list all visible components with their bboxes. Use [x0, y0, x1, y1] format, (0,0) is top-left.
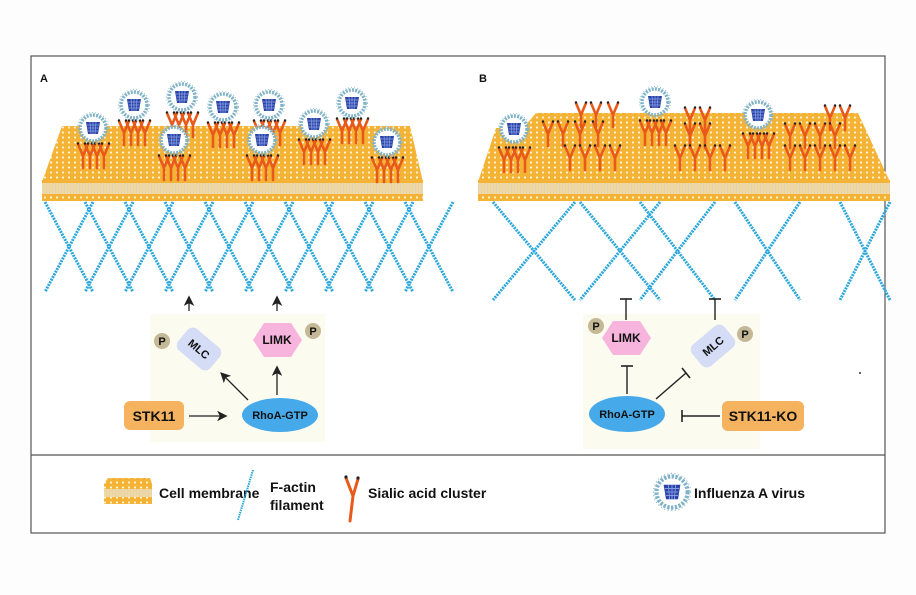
phospho-label: P	[741, 329, 748, 341]
actin-filament	[578, 201, 662, 301]
actin-filament	[43, 201, 95, 293]
actin-filament	[123, 201, 175, 293]
influenza-virus	[334, 85, 370, 121]
phospho-label: P	[592, 321, 599, 333]
legend-item-cell-membrane: Cell membrane	[104, 478, 260, 504]
actin-filament	[203, 201, 255, 293]
influenza-virus	[740, 97, 776, 133]
inhibit-limk-to-actin	[620, 298, 632, 320]
phospho-badge-limk-b: P	[588, 318, 604, 334]
legend-label-f-actin-line1: F-actin	[270, 479, 316, 495]
influenza-virus	[369, 124, 405, 160]
legend-label-cell-membrane: Cell membrane	[159, 485, 260, 501]
rhoa-label-a: RhoA-GTP	[252, 410, 308, 422]
mlc-node-a: MLC	[176, 327, 222, 371]
legend-item-sialic-acid: Sialic acid cluster	[344, 475, 487, 523]
stk11-ko-label: STK11-KO	[729, 408, 798, 424]
inhibit-mlc-to-actin	[709, 298, 721, 320]
stray-dot	[859, 372, 861, 374]
actin-filament	[283, 201, 335, 293]
pathway-b: LIMK P MLC P	[583, 298, 804, 449]
cell-membrane-b	[478, 113, 890, 201]
actin-filament	[243, 201, 295, 293]
actin-filament	[838, 201, 892, 301]
rhoa-node-a: RhoA-GTP	[242, 398, 318, 432]
phospho-label: P	[158, 336, 165, 348]
legend-label-f-actin-line2: filament	[270, 497, 324, 513]
panel-a: MLC P LIMK P STK11 R	[42, 79, 455, 442]
phospho-badge-mlc-b: P	[737, 326, 753, 342]
influenza-virus	[75, 110, 111, 146]
limk-node-a: LIMK	[253, 323, 302, 357]
arrow-rhoa-to-mlc	[220, 372, 249, 401]
rhoa-node-b: RhoA-GTP	[589, 396, 665, 432]
panel-label-a: A	[40, 73, 48, 85]
influenza-virus	[637, 84, 673, 120]
phospho-badge-mlc-a: P	[154, 333, 170, 349]
panel-label-b: B	[479, 73, 487, 85]
inhibit-stk11ko-to-rhoa	[681, 410, 720, 422]
influenza-virus	[156, 122, 192, 158]
inhibit-rhoa-to-mlc	[655, 367, 691, 400]
legend-item-influenza-virus: Influenza A virus	[653, 473, 805, 510]
actin-filament	[403, 201, 455, 293]
rhoa-label-b: RhoA-GTP	[599, 409, 655, 421]
influenza-virus	[164, 79, 200, 115]
panel-b: LIMK P MLC P	[478, 84, 892, 449]
pathway-a: MLC P LIMK P STK11 R	[124, 295, 325, 442]
influenza-virus	[116, 87, 152, 123]
cell-membrane-icon	[104, 478, 152, 504]
actin-filament	[363, 201, 415, 293]
f-actin-icon	[237, 469, 254, 521]
actin-filament	[163, 201, 215, 293]
phospho-badge-limk-a: P	[305, 323, 321, 339]
limk-label-b: LIMK	[611, 331, 641, 345]
sialic-acid-icon	[344, 475, 360, 523]
influenza-virus	[251, 87, 287, 123]
actin-filament	[491, 201, 577, 301]
influenza-virus	[205, 89, 241, 125]
legend-item-f-actin: F-actin filament	[237, 469, 324, 521]
stk11-label: STK11	[133, 408, 176, 424]
influenza-virus-icon	[653, 473, 690, 510]
legend-label-influenza-virus: Influenza A virus	[694, 485, 805, 501]
actin-filament	[83, 201, 135, 293]
stk11-ko-node: STK11-KO	[722, 401, 804, 431]
influenza-virus	[244, 122, 280, 158]
limk-node-b: LIMK	[602, 321, 651, 355]
actin-filament	[733, 201, 802, 301]
inhibit-rhoa-to-limk	[621, 365, 633, 394]
actin-filament	[638, 201, 717, 301]
actin-filament	[323, 201, 375, 293]
actin-network-b	[491, 201, 892, 301]
influenza-virus	[296, 106, 332, 142]
legend: Cell membrane F-actin filament Sialic ac…	[104, 469, 805, 523]
stk11-node: STK11	[124, 401, 184, 430]
legend-label-sialic-acid: Sialic acid cluster	[368, 485, 487, 501]
influenza-virus	[496, 111, 532, 147]
limk-label-a: LIMK	[262, 333, 292, 347]
actin-network-a	[43, 201, 455, 293]
mlc-node-b: MLC	[690, 324, 736, 368]
phospho-label: P	[309, 326, 316, 338]
